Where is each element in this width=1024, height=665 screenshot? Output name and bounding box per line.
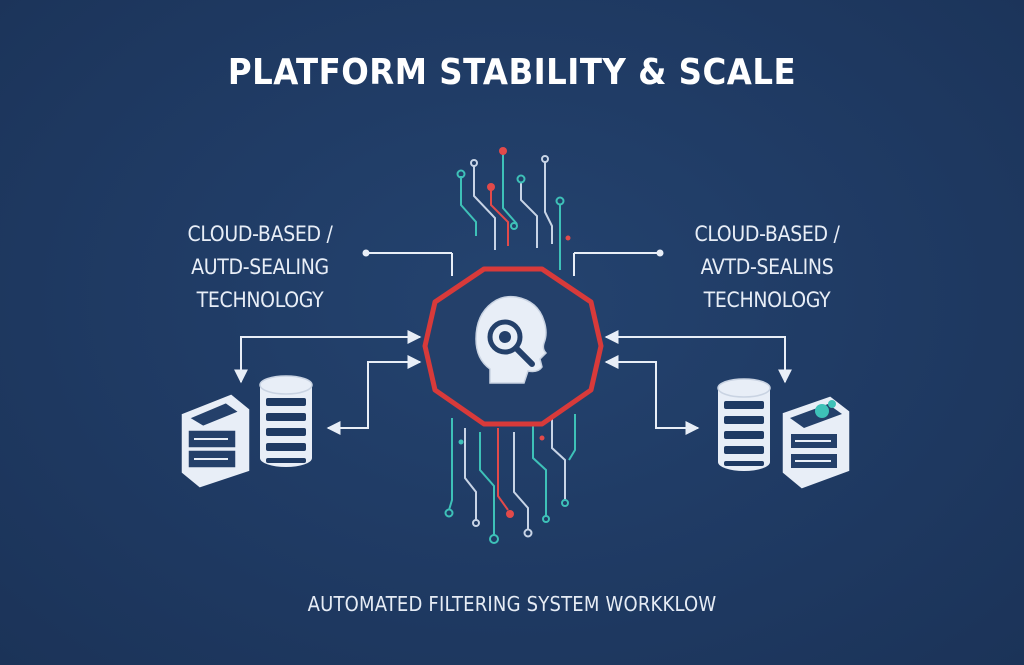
circuit-traces-bottom bbox=[444, 414, 576, 544]
right-label-line-1: CLOUD-BASED / bbox=[694, 222, 840, 246]
footer-caption: AUTOMATED FILTERING SYSTEM WORKKLOW bbox=[307, 592, 717, 616]
left-label: CLOUD-BASED / AUTD-SEALING TECHNOLOGY bbox=[145, 218, 375, 317]
database-icon bbox=[259, 375, 313, 467]
circuit-traces-top bbox=[456, 147, 571, 270]
right-label-line-3: TECHNOLOGY bbox=[703, 288, 831, 312]
arrow-right-lower bbox=[604, 355, 700, 435]
connector-lines bbox=[234, 249, 792, 435]
arrow-right-upper bbox=[604, 330, 792, 384]
right-label: CLOUD-BASED / AVTD-SEALINS TECHNOLOGY bbox=[652, 218, 882, 317]
server-rack-icon bbox=[782, 396, 850, 489]
connector-dot bbox=[656, 249, 664, 257]
connector-dot bbox=[362, 249, 370, 257]
arrow-left-lower bbox=[326, 355, 422, 435]
page-title: PLATFORM STABILITY & SCALE bbox=[227, 52, 797, 93]
left-label-line-2: AUTD-SEALING bbox=[191, 255, 329, 279]
right-label-line-2: AVTD-SEALINS bbox=[700, 255, 834, 279]
head-magnifier-icon bbox=[475, 295, 548, 384]
server-rack-icon bbox=[181, 394, 250, 488]
arrow-left-upper bbox=[234, 330, 422, 384]
left-label-line-3: TECHNOLOGY bbox=[196, 288, 324, 312]
database-icon bbox=[717, 378, 771, 471]
left-label-line-1: CLOUD-BASED / bbox=[187, 222, 333, 246]
